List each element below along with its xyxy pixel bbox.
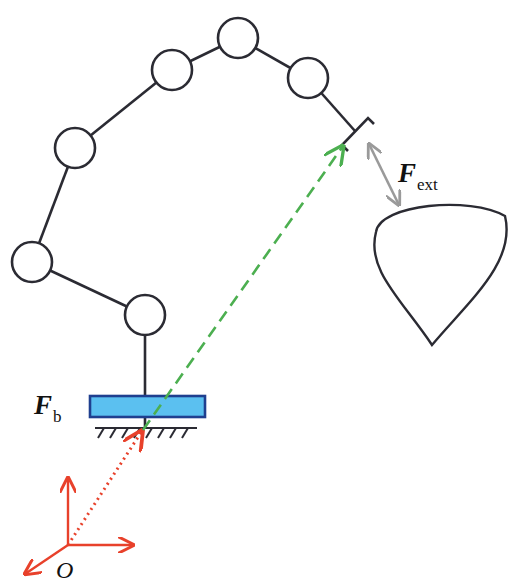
world-frame xyxy=(25,431,142,574)
arm-joints xyxy=(12,18,328,335)
frame-symbol: F xyxy=(34,392,52,419)
arm-links xyxy=(32,38,374,428)
origin-symbol: O xyxy=(56,558,73,582)
contact-object xyxy=(374,205,506,345)
base-plate xyxy=(90,396,205,417)
ground-hatch xyxy=(95,428,197,438)
frame-subscript: b xyxy=(53,408,62,425)
pose-vector xyxy=(143,146,343,430)
force-subscript: ext xyxy=(417,176,438,193)
force-arrow xyxy=(369,144,399,205)
force-symbol: F xyxy=(398,160,416,187)
